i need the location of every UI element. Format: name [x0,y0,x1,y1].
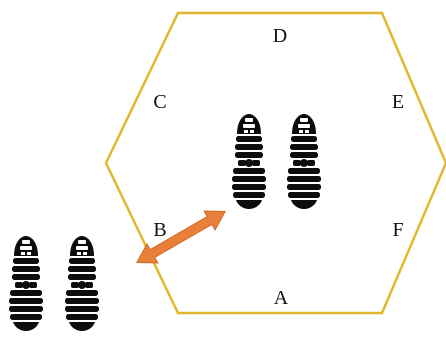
footprints-outside-icon [9,236,99,331]
vertex-label-f: F [392,219,403,241]
vertex-label-b: B [153,219,166,241]
vertex-label-e: E [392,91,404,113]
hexagon-boundary [106,13,446,313]
footprints-center-icon [232,114,321,209]
vertex-label-d: D [273,25,287,47]
double-arrow-icon [131,202,230,272]
vertex-label-a: A [274,287,289,309]
vertex-label-c: C [153,91,166,113]
